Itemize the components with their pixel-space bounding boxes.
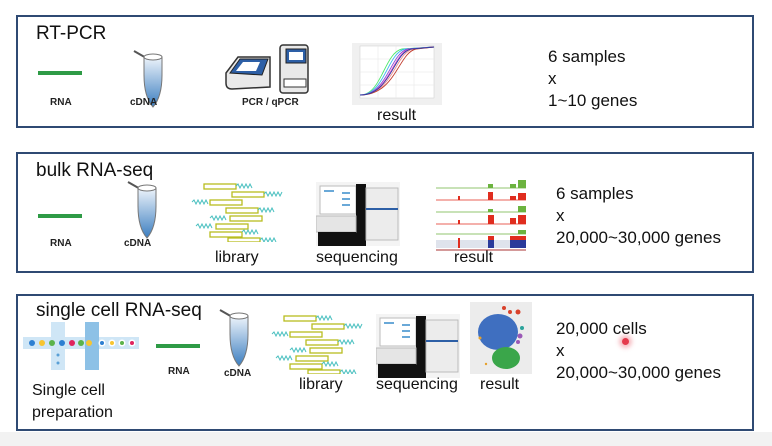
single-cell-rna-seq-panel: single cell RNA-seq Single cell preparat…	[16, 294, 754, 431]
result-label: result	[480, 376, 520, 393]
qpcr-result-chart	[352, 43, 442, 105]
bulk-rna-seq-panel: bulk RNA-seq RNA cDNA library	[16, 152, 754, 273]
panel-title: bulk RNA-seq	[36, 160, 154, 181]
result-label: result	[377, 107, 417, 124]
times-sign: x	[556, 341, 565, 360]
library-fragments-icon	[191, 182, 283, 242]
rna-strand-icon	[38, 214, 82, 218]
gene-count: 20,000~30,000 genes	[556, 363, 721, 382]
library-fragments-icon	[271, 314, 363, 374]
sequencing-label: sequencing	[316, 249, 398, 266]
sample-count: 6 samples	[556, 184, 634, 203]
gene-count: 1~10 genes	[548, 91, 638, 110]
library-label: library	[299, 376, 343, 393]
pcr-machine-icon	[225, 44, 309, 94]
microfluidic-droplet-icon	[23, 322, 139, 370]
scale-summary: 6 samples x 20,000~30,000 genes	[556, 183, 721, 249]
single-cell-prep-label-line2: preparation	[32, 404, 113, 421]
bottom-strip	[0, 432, 772, 446]
panel-title: single cell RNA-seq	[36, 300, 202, 321]
single-cell-prep-label-line1: Single cell	[32, 382, 105, 399]
cdna-tube-icon	[219, 309, 249, 367]
cdna-label: cDNA	[224, 368, 252, 379]
rna-label: RNA	[168, 366, 190, 377]
times-sign: x	[556, 206, 565, 225]
sample-count: 6 samples	[548, 47, 626, 66]
scale-summary: 20,000 cells x 20,000~30,000 genes	[556, 318, 721, 384]
tsne-cluster-result	[470, 302, 532, 374]
library-label: library	[215, 249, 259, 266]
result-label: result	[454, 249, 494, 266]
rna-label: RNA	[50, 97, 72, 108]
cell-count: 20,000 cells	[556, 319, 647, 338]
scale-summary: 6 samples x 1~10 genes	[548, 46, 637, 112]
rna-label: RNA	[50, 238, 72, 249]
rna-strand-icon	[156, 344, 200, 348]
coverage-tracks-result	[436, 180, 526, 251]
mouse-pointer-indicator	[622, 338, 629, 345]
rt-pcr-panel: RT-PCR RNA cDNA PCR / qPCR	[16, 15, 754, 128]
rna-strand-icon	[38, 71, 82, 75]
gene-count: 20,000~30,000 genes	[556, 228, 721, 247]
sequencer-icon	[376, 314, 460, 378]
cdna-tube-icon	[133, 50, 163, 108]
times-sign: x	[548, 69, 557, 88]
panel-title: RT-PCR	[36, 23, 107, 44]
pcr-label: PCR / qPCR	[242, 97, 299, 108]
cdna-label: cDNA	[124, 238, 152, 249]
sequencer-icon	[316, 182, 400, 246]
sequencing-label: sequencing	[376, 376, 458, 393]
cdna-label: cDNA	[130, 97, 158, 108]
cdna-tube-icon	[127, 181, 157, 239]
